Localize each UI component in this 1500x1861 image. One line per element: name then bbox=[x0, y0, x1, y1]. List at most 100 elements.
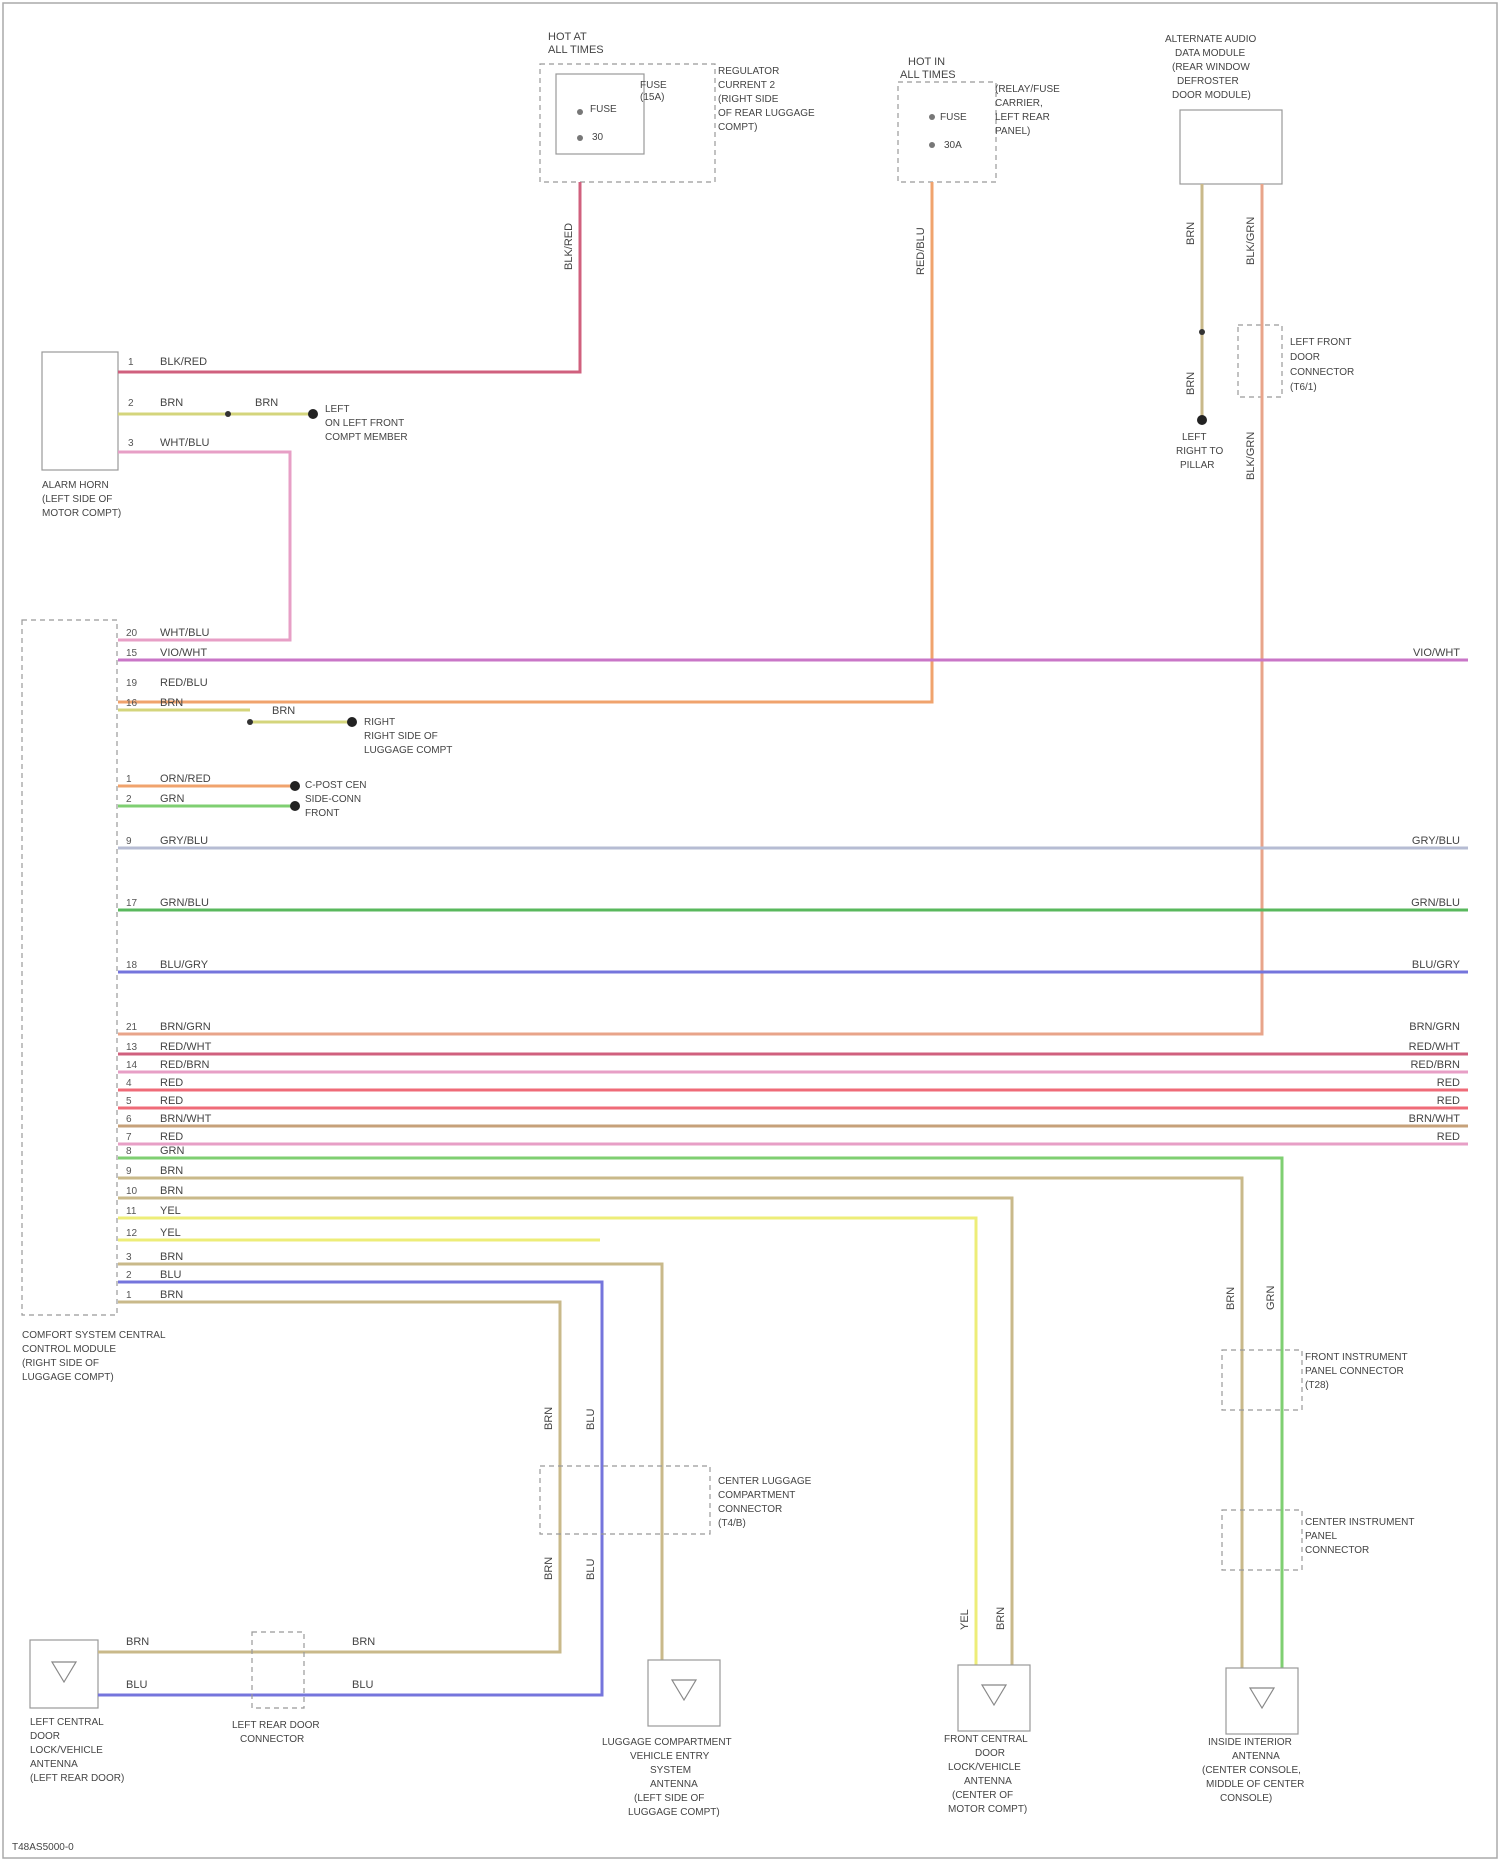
wire-tr-left2-label: BRN bbox=[1185, 372, 1197, 395]
diagram-frame bbox=[3, 3, 1497, 1858]
left-antenna-label-1: LEFT CENTRAL bbox=[30, 1717, 104, 1728]
module-tr-label-1: ALTERNATE AUDIO bbox=[1165, 34, 1257, 45]
module-wire-label: BRN bbox=[160, 697, 183, 709]
fuse2-label-1: HOT IN bbox=[908, 56, 945, 68]
wire-right-label: GRY/BLU bbox=[1412, 835, 1460, 847]
wire-alarm1-label: BLK/RED bbox=[160, 356, 207, 368]
lugg-antenna-label-1: LUGGAGE COMPARTMENT bbox=[602, 1737, 732, 1748]
front-antenna-box bbox=[958, 1665, 1030, 1731]
right-conn2-label-1: CENTER INSTRUMENT bbox=[1305, 1517, 1414, 1528]
wire-vf2-label: BRN bbox=[995, 1607, 1007, 1630]
module-pin: 2 bbox=[126, 794, 132, 805]
module-wire-label: RED bbox=[160, 1095, 183, 1107]
wire-alarm2a-label: BRN bbox=[160, 397, 183, 409]
control-module-label-1: COMFORT SYSTEM CENTRAL bbox=[22, 1330, 166, 1341]
int-antenna-label-1: INSIDE INTERIOR bbox=[1208, 1737, 1292, 1748]
control-module-label-2: CONTROL MODULE bbox=[22, 1344, 116, 1355]
module-tr-label-3: (REAR WINDOW bbox=[1172, 62, 1250, 73]
front-antenna-label-5: (CENTER OF bbox=[952, 1790, 1013, 1801]
ground-g2 bbox=[347, 717, 357, 727]
fuse1-side-1: REGULATOR bbox=[718, 66, 779, 77]
module-pin: 9 bbox=[126, 1166, 132, 1177]
wire-right-label: RED bbox=[1437, 1077, 1460, 1089]
center-conn-label-1: CENTER LUGGAGE bbox=[718, 1476, 812, 1487]
ground-g2-label-3: LUGGAGE COMPT bbox=[364, 745, 452, 756]
ground-g3-label-2: SIDE-CONN bbox=[305, 794, 361, 805]
conn-rt-label-1: LEFT FRONT bbox=[1290, 337, 1351, 348]
module-wire-label: BLU/GRY bbox=[160, 959, 209, 971]
ground-g2-label-1: RIGHT bbox=[364, 717, 395, 728]
wire-vf1-label: YEL bbox=[959, 1609, 971, 1630]
wire-tr-left-label: BRN bbox=[1185, 222, 1197, 245]
lugg-antenna-label-2: VEHICLE ENTRY bbox=[630, 1751, 710, 1762]
wire-bl1-label: BRN bbox=[126, 1636, 149, 1648]
control-module-label-4: LUGGAGE COMPT) bbox=[22, 1372, 114, 1383]
module-pin: 13 bbox=[126, 1042, 138, 1053]
wire-right-label: RED bbox=[1437, 1131, 1460, 1143]
fuse2-pin-a: FUSE bbox=[940, 112, 967, 123]
module-pin: 20 bbox=[126, 628, 138, 639]
wire-tr-right-label: BLK/GRN bbox=[1245, 217, 1257, 265]
module-pin: 1 bbox=[126, 774, 132, 785]
wire-vl2-label: BLU bbox=[585, 1409, 597, 1430]
ground-g1-label-1: LEFT bbox=[325, 404, 349, 415]
lugg-antenna-label-4: ANTENNA bbox=[650, 1779, 698, 1790]
wire-alarm2b-label: BRN bbox=[255, 397, 278, 409]
right-conn1-label-1: FRONT INSTRUMENT bbox=[1305, 1352, 1408, 1363]
fuse1-side-5: COMPT) bbox=[718, 122, 757, 133]
fuse1-pin-b: 30 bbox=[592, 132, 604, 143]
module-tr-box bbox=[1180, 110, 1282, 184]
right-conn2-label-2: PANEL bbox=[1305, 1531, 1337, 1542]
module-wire-label: RED/WHT bbox=[160, 1041, 212, 1053]
alarm-horn: ALARM HORN (LEFT SIDE OF MOTOR COMPT) bbox=[42, 352, 121, 519]
fuse1-node-b bbox=[577, 135, 583, 141]
ground-g1-label-3: COMPT MEMBER bbox=[325, 432, 408, 443]
module-wire-label: WHT/BLU bbox=[160, 627, 210, 639]
wire-vi2-label: GRN bbox=[1265, 1286, 1277, 1311]
ground-g1-label-2: ON LEFT FRONT bbox=[325, 418, 404, 429]
wire-right-label: GRN/BLU bbox=[1411, 897, 1460, 909]
center-conn-label-2: COMPARTMENT bbox=[718, 1490, 795, 1501]
module-pin: 3 bbox=[126, 1252, 132, 1263]
fuse1-label-2: ALL TIMES bbox=[548, 44, 604, 56]
fuse2-pin-b: 30A bbox=[944, 140, 962, 151]
front-antenna-label-3: LOCK/VEHICLE bbox=[948, 1762, 1021, 1773]
fuse2-side-3: LEFT REAR bbox=[995, 112, 1050, 123]
module-wire-label: BRN bbox=[160, 1165, 183, 1177]
fuse1-side-3: (RIGHT SIDE bbox=[718, 94, 779, 105]
module-pin: 16 bbox=[126, 698, 138, 709]
wire-right-label: RED bbox=[1437, 1095, 1460, 1107]
ground-g1 bbox=[308, 409, 318, 419]
fuse1-inner-rating: (15A) bbox=[640, 92, 664, 103]
ground-g4-label-3: PILLAR bbox=[1180, 460, 1214, 471]
module-tr-label-4: DEFROSTER bbox=[1177, 76, 1239, 87]
module-wire-label: BRN bbox=[160, 1289, 183, 1301]
conn-rt-label-2: DOOR bbox=[1290, 352, 1320, 363]
module-wire-label: RED/BRN bbox=[160, 1059, 210, 1071]
interior-antenna-box bbox=[1226, 1668, 1298, 1734]
lugg-antenna-label-3: SYSTEM bbox=[650, 1765, 691, 1776]
module-pin: 1 bbox=[126, 1290, 132, 1301]
center-conn-label-3: CONNECTOR bbox=[718, 1504, 782, 1515]
wire-bl2-label: BLU bbox=[126, 1679, 147, 1691]
module-tr-label-2: DATA MODULE bbox=[1175, 48, 1246, 59]
module-pin: 15 bbox=[126, 648, 138, 659]
wire-right-label: VIO/WHT bbox=[1413, 647, 1460, 659]
right-conn2-label-3: CONNECTOR bbox=[1305, 1545, 1369, 1556]
left-antenna-label-2: DOOR bbox=[30, 1731, 60, 1742]
module-wire-label: YEL bbox=[160, 1205, 181, 1217]
fuse2-side-4: PANEL) bbox=[995, 126, 1030, 137]
module-pin: 11 bbox=[126, 1206, 137, 1217]
luggage-antenna-box bbox=[648, 1660, 720, 1726]
splice-g2 bbox=[247, 719, 253, 725]
module-pin: 17 bbox=[126, 898, 138, 909]
int-antenna-label-3: (CENTER CONSOLE, bbox=[1202, 1765, 1301, 1776]
ground-g3b bbox=[290, 801, 300, 811]
left-antenna-box bbox=[30, 1640, 98, 1708]
right-conn1-label-2: PANEL CONNECTOR bbox=[1305, 1366, 1404, 1377]
wire-g2-extra-label: BRN bbox=[272, 705, 295, 717]
ground-g3a bbox=[290, 781, 300, 791]
module-tr-label-5: DOOR MODULE) bbox=[1172, 90, 1251, 101]
fuse2-side-1: (RELAY/FUSE bbox=[995, 84, 1060, 95]
ground-g4 bbox=[1197, 415, 1207, 425]
